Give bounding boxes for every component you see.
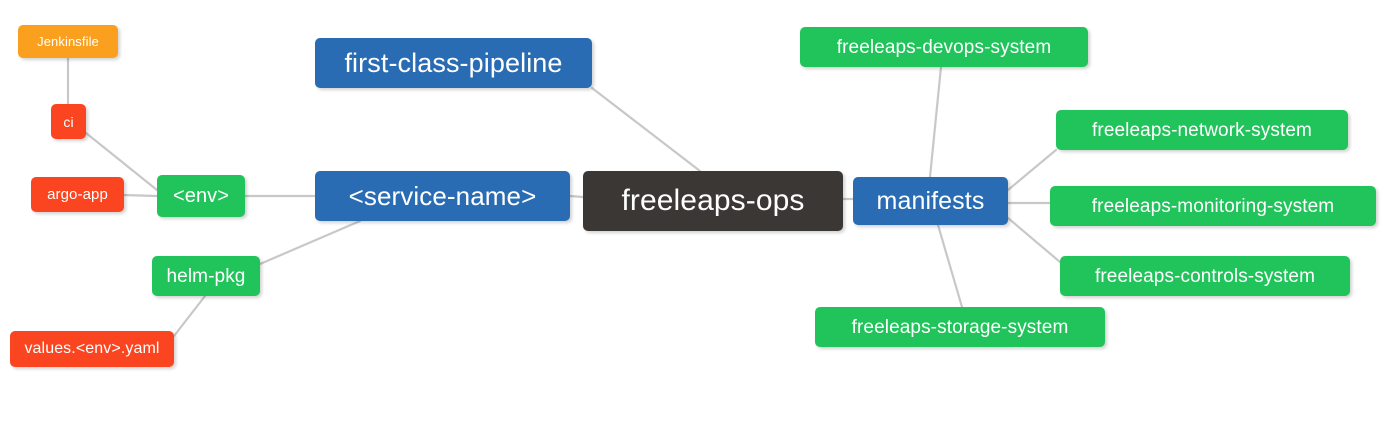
node-argo-app[interactable]: argo-app xyxy=(31,177,124,212)
node-label-freeleaps-ops: freeleaps-ops xyxy=(621,184,805,217)
node-label-helm-pkg: helm-pkg xyxy=(166,265,246,287)
node-label-freeleaps-controls-system: freeleaps-controls-system xyxy=(1094,265,1316,287)
node-freeleaps-storage-system[interactable]: freeleaps-storage-system xyxy=(815,307,1105,347)
node-freeleaps-controls-system[interactable]: freeleaps-controls-system xyxy=(1060,256,1350,296)
node-label-freeleaps-storage-system: freeleaps-storage-system xyxy=(851,316,1069,338)
node-freeleaps-devops-system[interactable]: freeleaps-devops-system xyxy=(800,27,1088,67)
node-label-values-yaml: values.<env>.yaml xyxy=(24,340,160,357)
edge-argo-app-to-env xyxy=(122,193,159,198)
node-freeleaps-network-system[interactable]: freeleaps-network-system xyxy=(1056,110,1348,150)
node-helm-pkg[interactable]: helm-pkg xyxy=(152,256,260,296)
node-values-yaml[interactable]: values.<env>.yaml xyxy=(10,331,174,367)
edge-helm-pkg-to-service-name xyxy=(258,219,362,266)
node-label-freeleaps-devops-system: freeleaps-devops-system xyxy=(836,36,1052,58)
node-label-env: <env> xyxy=(172,185,230,207)
node-label-manifests: manifests xyxy=(876,186,985,215)
node-label-freeleaps-network-system: freeleaps-network-system xyxy=(1092,119,1312,141)
node-ci[interactable]: ci xyxy=(51,104,86,139)
node-label-jenkinsfile: Jenkinsfile xyxy=(37,34,99,49)
node-first-class-pipeline[interactable]: first-class-pipeline xyxy=(315,38,592,88)
node-label-first-class-pipeline: first-class-pipeline xyxy=(344,47,563,78)
edge-manifests-to-freeleaps-storage-system xyxy=(936,223,964,309)
edge-first-class-pipeline-to-freeleaps-ops xyxy=(590,86,702,173)
node-env[interactable]: <env> xyxy=(157,175,245,217)
node-manifests[interactable]: manifests xyxy=(853,177,1008,225)
node-freeleaps-ops[interactable]: freeleaps-ops xyxy=(583,171,843,231)
edge-manifests-to-freeleaps-network-system xyxy=(1006,148,1058,192)
edge-values-yaml-to-helm-pkg xyxy=(172,294,207,338)
node-jenkinsfile[interactable]: Jenkinsfile xyxy=(18,25,118,58)
node-label-freeleaps-monitoring-system: freeleaps-monitoring-system xyxy=(1091,195,1335,217)
node-label-argo-app: argo-app xyxy=(47,186,108,203)
node-service-name[interactable]: <service-name> xyxy=(315,171,570,221)
edge-manifests-to-freeleaps-devops-system xyxy=(928,65,943,179)
edge-service-name-to-freeleaps-ops xyxy=(568,194,585,199)
node-freeleaps-monitoring-system[interactable]: freeleaps-monitoring-system xyxy=(1050,186,1376,226)
node-label-ci: ci xyxy=(63,113,74,130)
node-label-service-name: <service-name> xyxy=(348,181,537,211)
